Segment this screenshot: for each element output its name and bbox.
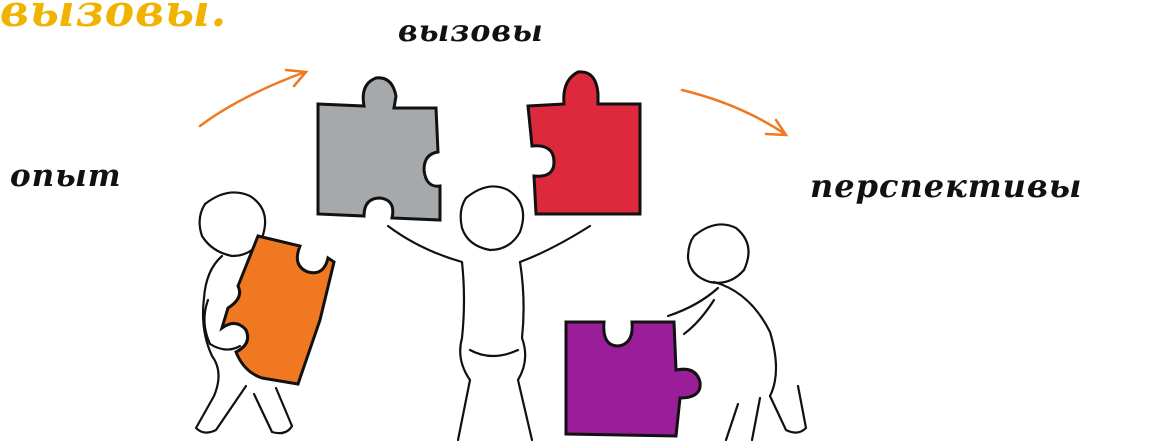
person-right-figure xyxy=(668,224,806,440)
orange-puzzle-piece xyxy=(222,236,334,384)
gray-puzzle-piece xyxy=(318,78,440,220)
arrow-down-right-icon xyxy=(682,90,786,135)
arrow-up-right-icon xyxy=(200,70,306,126)
person-center-figure xyxy=(388,186,590,440)
purple-puzzle-piece xyxy=(566,322,700,436)
red-puzzle-piece xyxy=(528,72,640,214)
